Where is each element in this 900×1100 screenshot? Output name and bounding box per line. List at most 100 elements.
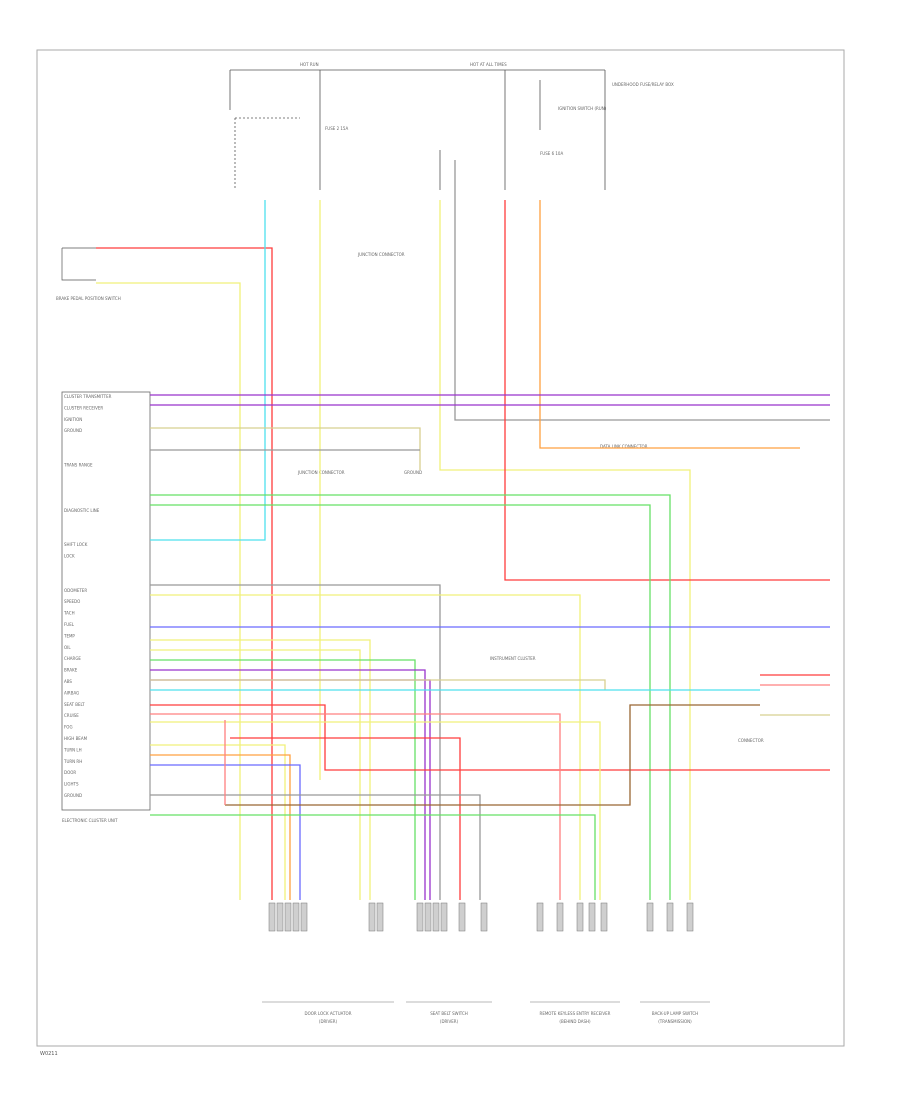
- wire-orange: [539, 200, 800, 449]
- connector-pin: [284, 902, 292, 932]
- wire-yellow: [150, 639, 371, 900]
- fuse-right: FUSE 6 10A: [540, 151, 563, 156]
- center-lower-label: DATA LINK CONNECTOR: [600, 444, 648, 449]
- bottom-connector-group: DOOR LOCK ACTUATOR (DRIVER) SEAT BELT SWIT…: [262, 902, 710, 1024]
- wire-blue: [150, 764, 301, 900]
- diagram-frame: [36, 49, 845, 1047]
- cluster-signal-label: AIRBAG: [64, 690, 79, 695]
- wire-brown: [225, 704, 760, 806]
- connector-sub: (TRANSMISSION): [658, 1019, 692, 1024]
- cluster-signal-label: CRUISE: [64, 713, 79, 718]
- cluster-signal-label: ABS: [64, 679, 72, 684]
- cluster-signal-label: BRAKE: [64, 668, 78, 673]
- cluster-signal-label: OIL: [64, 645, 71, 650]
- connector-pin: [292, 902, 300, 932]
- cluster-signal-label: IGNITION: [64, 417, 82, 422]
- top-bus-right: HOT AT ALL TIMES: [470, 62, 507, 67]
- connector-name: SEAT BELT SWITCH: [430, 1011, 468, 1016]
- connector-pin: [686, 902, 694, 932]
- cluster-signal-label: GROUND: [64, 428, 82, 433]
- cluster-signal-label: CLUSTER RECEIVER: [64, 405, 103, 410]
- cluster-signal-label: TEMP: [63, 633, 75, 638]
- cluster-signal-label: CHARGE: [64, 656, 81, 661]
- brake-switch-label: BRAKE PEDAL POSITION SWITCH: [56, 296, 121, 301]
- wire-green: [150, 659, 416, 900]
- connector-pin: [424, 902, 432, 932]
- connector-pin: [268, 902, 276, 932]
- connector-sub: (BEHIND DASH): [559, 1019, 591, 1024]
- diagram-code: W0211: [40, 1051, 58, 1057]
- wire-red: [230, 737, 461, 900]
- wire-yellow: [150, 649, 361, 900]
- right-center-label: INSTRUMENT CLUSTER: [490, 656, 536, 661]
- wire-gray: [150, 794, 481, 900]
- cluster-signal-label: CLUSTER TRANSMITTER: [64, 394, 112, 399]
- connector-name: DOOR LOCK ACTUATOR: [305, 1011, 352, 1016]
- power-bus: [229, 69, 606, 190]
- connector-pin: [556, 902, 564, 932]
- connector-pin: [376, 902, 384, 932]
- cluster-signal-label: FUEL: [64, 622, 75, 627]
- cluster-signal-label: SHIFT LOCK: [64, 542, 88, 547]
- underhood-box-label: UNDERHOOD FUSE/RELAY BOX: [612, 82, 674, 87]
- cluster-signal-label: ODOMETER: [64, 588, 87, 593]
- connector-pin: [368, 902, 376, 932]
- wire-yellow: [150, 744, 286, 900]
- connector-name: REMOTE KEYLESS ENTRY RECEIVER: [540, 1011, 611, 1016]
- cluster-signal-label: HIGH BEAM: [64, 736, 88, 741]
- wire-yellow: [150, 594, 581, 900]
- connector-pin: [536, 902, 544, 932]
- junction-connector-2: JUNCTION CONNECTOR: [297, 470, 345, 475]
- wire-green: [150, 814, 596, 900]
- connector-pin: [576, 902, 584, 932]
- cluster-signal-list: CLUSTER TRANSMITTER CLUSTER RECEIVER IGNIT…: [63, 394, 112, 798]
- cluster-signal-label: LOCK: [64, 554, 75, 559]
- wire-tan: [150, 427, 421, 470]
- cluster-label: ELECTRONIC CLUSTER UNIT: [62, 818, 118, 823]
- wire-cyan: [150, 200, 266, 541]
- connector-pin: [480, 902, 488, 932]
- connector-pin: [416, 902, 424, 932]
- cluster-signal-label: TRANS RANGE: [63, 462, 93, 467]
- wire-yellow: [439, 200, 691, 900]
- wire-gray: [150, 584, 441, 900]
- cluster-signal-label: TURN LH: [63, 747, 82, 752]
- fuse-left: FUSE 2 15A: [325, 126, 348, 131]
- connector-pin: [646, 902, 654, 932]
- right-connector-label: CONNECTOR: [738, 738, 764, 743]
- connector-pin: [300, 902, 308, 932]
- cluster-signal-label: SPEEDO: [64, 599, 80, 604]
- cluster-signal-label: TURN RH: [63, 759, 82, 764]
- wire-tan: [150, 679, 606, 690]
- cluster-signal-label: TACH: [63, 611, 75, 616]
- connector-sub: (DRIVER): [440, 1019, 459, 1024]
- wire-purple: [150, 669, 426, 900]
- wire-red: [504, 200, 830, 581]
- wire-orange: [150, 754, 291, 900]
- cluster-signal-label: LIGHTS: [64, 782, 79, 787]
- cluster-signal-label: GROUND: [64, 793, 82, 798]
- cluster-signal-label: DOOR: [64, 770, 76, 775]
- connector-pin: [666, 902, 674, 932]
- wire-yellow: [96, 282, 241, 900]
- cluster-box: [61, 391, 151, 811]
- connector-pin: [600, 902, 608, 932]
- wire-pink: [150, 713, 561, 900]
- wire-gray: [454, 160, 830, 421]
- connector-pin: [440, 902, 448, 932]
- wire-group: [96, 160, 830, 900]
- connector-pin: [458, 902, 466, 932]
- junction-connector-1: JUNCTION CONNECTOR: [357, 252, 405, 257]
- cluster-signal-label: DIAGNOSTIC LINE: [64, 508, 100, 513]
- wire-red: [96, 247, 273, 900]
- wire-green: [150, 504, 651, 900]
- cluster-signal-label: FOG: [64, 725, 73, 730]
- connector-name: BACK-UP LAMP SWITCH: [652, 1011, 698, 1016]
- cluster-signal-label: SEAT BELT: [64, 702, 85, 707]
- top-bus-left: HOT RUN: [300, 62, 319, 67]
- ground-note: GROUND: [404, 470, 422, 475]
- connector-pin: [276, 902, 284, 932]
- connector-pin: [588, 902, 596, 932]
- wire-green: [150, 494, 671, 900]
- connector-sub: (DRIVER): [319, 1019, 338, 1024]
